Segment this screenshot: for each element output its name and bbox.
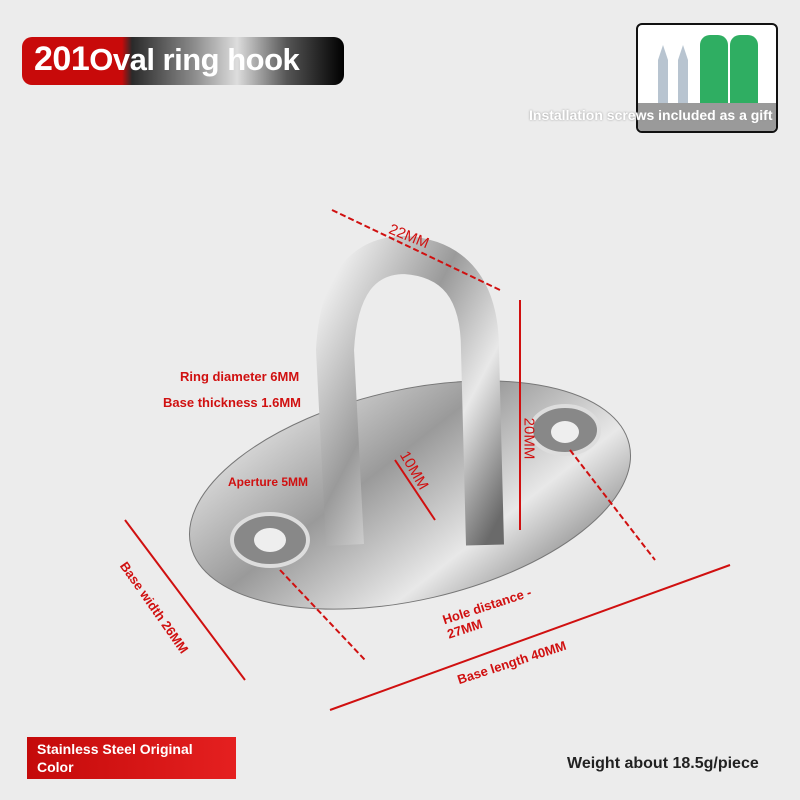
gift-caption: Installation screws included as a gift: [529, 107, 773, 123]
aperture-label: Aperture 5MM: [228, 475, 309, 489]
product-title: 201Oval ring hook: [34, 40, 300, 79]
base-thickness-label: Base thickness 1.6MM: [163, 395, 302, 410]
ring-diameter-label: Ring diameter 6MM: [180, 369, 300, 384]
gift-screws-image: [636, 23, 778, 133]
ring-loop: [315, 235, 504, 546]
screws-icon: [658, 35, 758, 113]
oval-base: [188, 380, 632, 610]
ring-height-label: 20MM: [520, 417, 538, 460]
title-banner: [22, 37, 344, 85]
product-name: Oval ring hook: [89, 42, 300, 77]
gift-floor: [638, 103, 776, 131]
color-badge: Stainless Steel Original Color: [27, 737, 236, 779]
model-number: 201: [34, 40, 90, 78]
weight-label: Weight about 18.5g/piece: [567, 755, 759, 772]
